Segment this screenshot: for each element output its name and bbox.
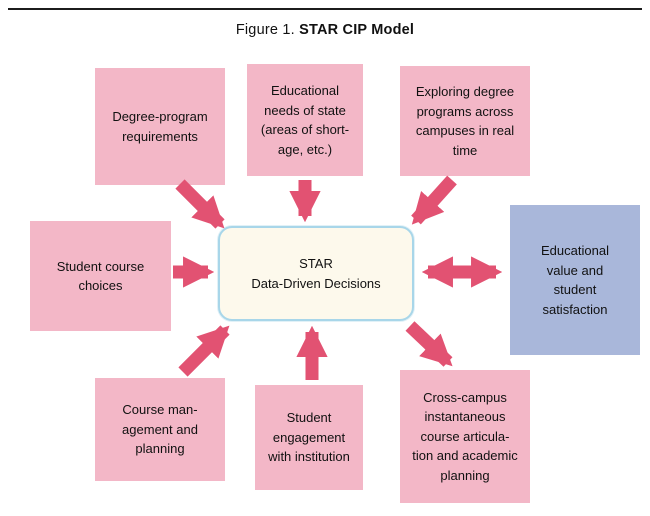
- box-exploring-degree-programs: Exploring degree programs across campuse…: [400, 66, 530, 176]
- box-star-data-driven-decisions: STAR Data-Driven Decisions: [218, 226, 414, 321]
- arrow-bottom-left-to-center-icon: [178, 325, 230, 377]
- box-cross-campus-articulation: Cross-campus instantaneous course articu…: [400, 370, 530, 503]
- box-course-management-planning: Course man- agement and planning: [95, 378, 225, 481]
- box-educational-value-satisfaction: Educational value and student satisfacti…: [510, 205, 640, 355]
- box-degree-program-requirements: Degree-program requirements: [95, 68, 225, 185]
- box-student-course-choices: Student course choices: [30, 221, 171, 331]
- arrow-top-left-to-center-icon: [175, 179, 225, 229]
- figure-caption: Figure 1. STAR CIP Model: [0, 22, 650, 38]
- top-horizontal-rule: [8, 8, 642, 10]
- figure-caption-prefix: Figure 1.: [235, 22, 295, 38]
- arrow-top-right-to-center-icon: [411, 175, 457, 225]
- box-educational-needs-of-state: Educational needs of state (areas of sho…: [247, 64, 363, 176]
- figure-caption-title: STAR CIP Model: [299, 22, 415, 38]
- box-student-engagement-institution: Student engagement with institution: [255, 385, 363, 490]
- arrow-center-to-bottom-right-icon: [405, 321, 453, 367]
